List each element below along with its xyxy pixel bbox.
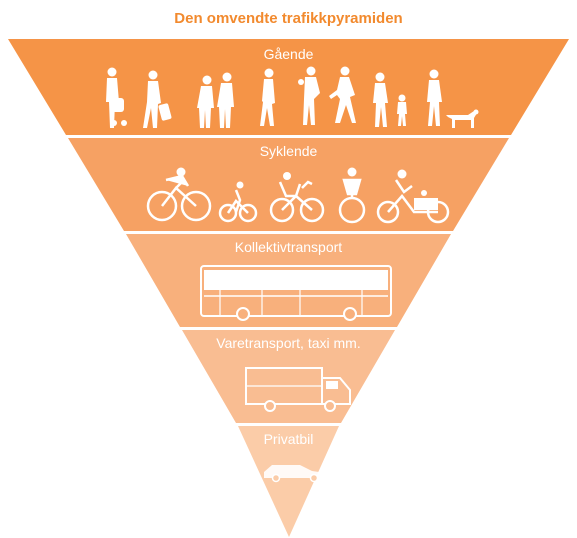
truck-icon <box>246 368 350 411</box>
level-label-public-transport: Kollektivtransport <box>234 239 343 255</box>
level-4-band <box>182 330 395 423</box>
level-2-band <box>68 138 509 231</box>
pedestrians-icon <box>106 66 479 128</box>
level-label-cyclists: Syklende <box>259 143 318 159</box>
level-label-pedestrians: Gående <box>263 46 314 62</box>
cyclists-icon <box>148 167 448 223</box>
level-label-private-car: Privatbil <box>263 431 314 447</box>
car-icon <box>264 465 326 482</box>
diagram-title: Den omvendte trafikkpyramiden <box>174 10 403 27</box>
bus-icon <box>201 266 391 320</box>
level-5-band <box>238 426 339 537</box>
level-label-goods-transport: Varetransport, taxi mm. <box>216 335 361 351</box>
